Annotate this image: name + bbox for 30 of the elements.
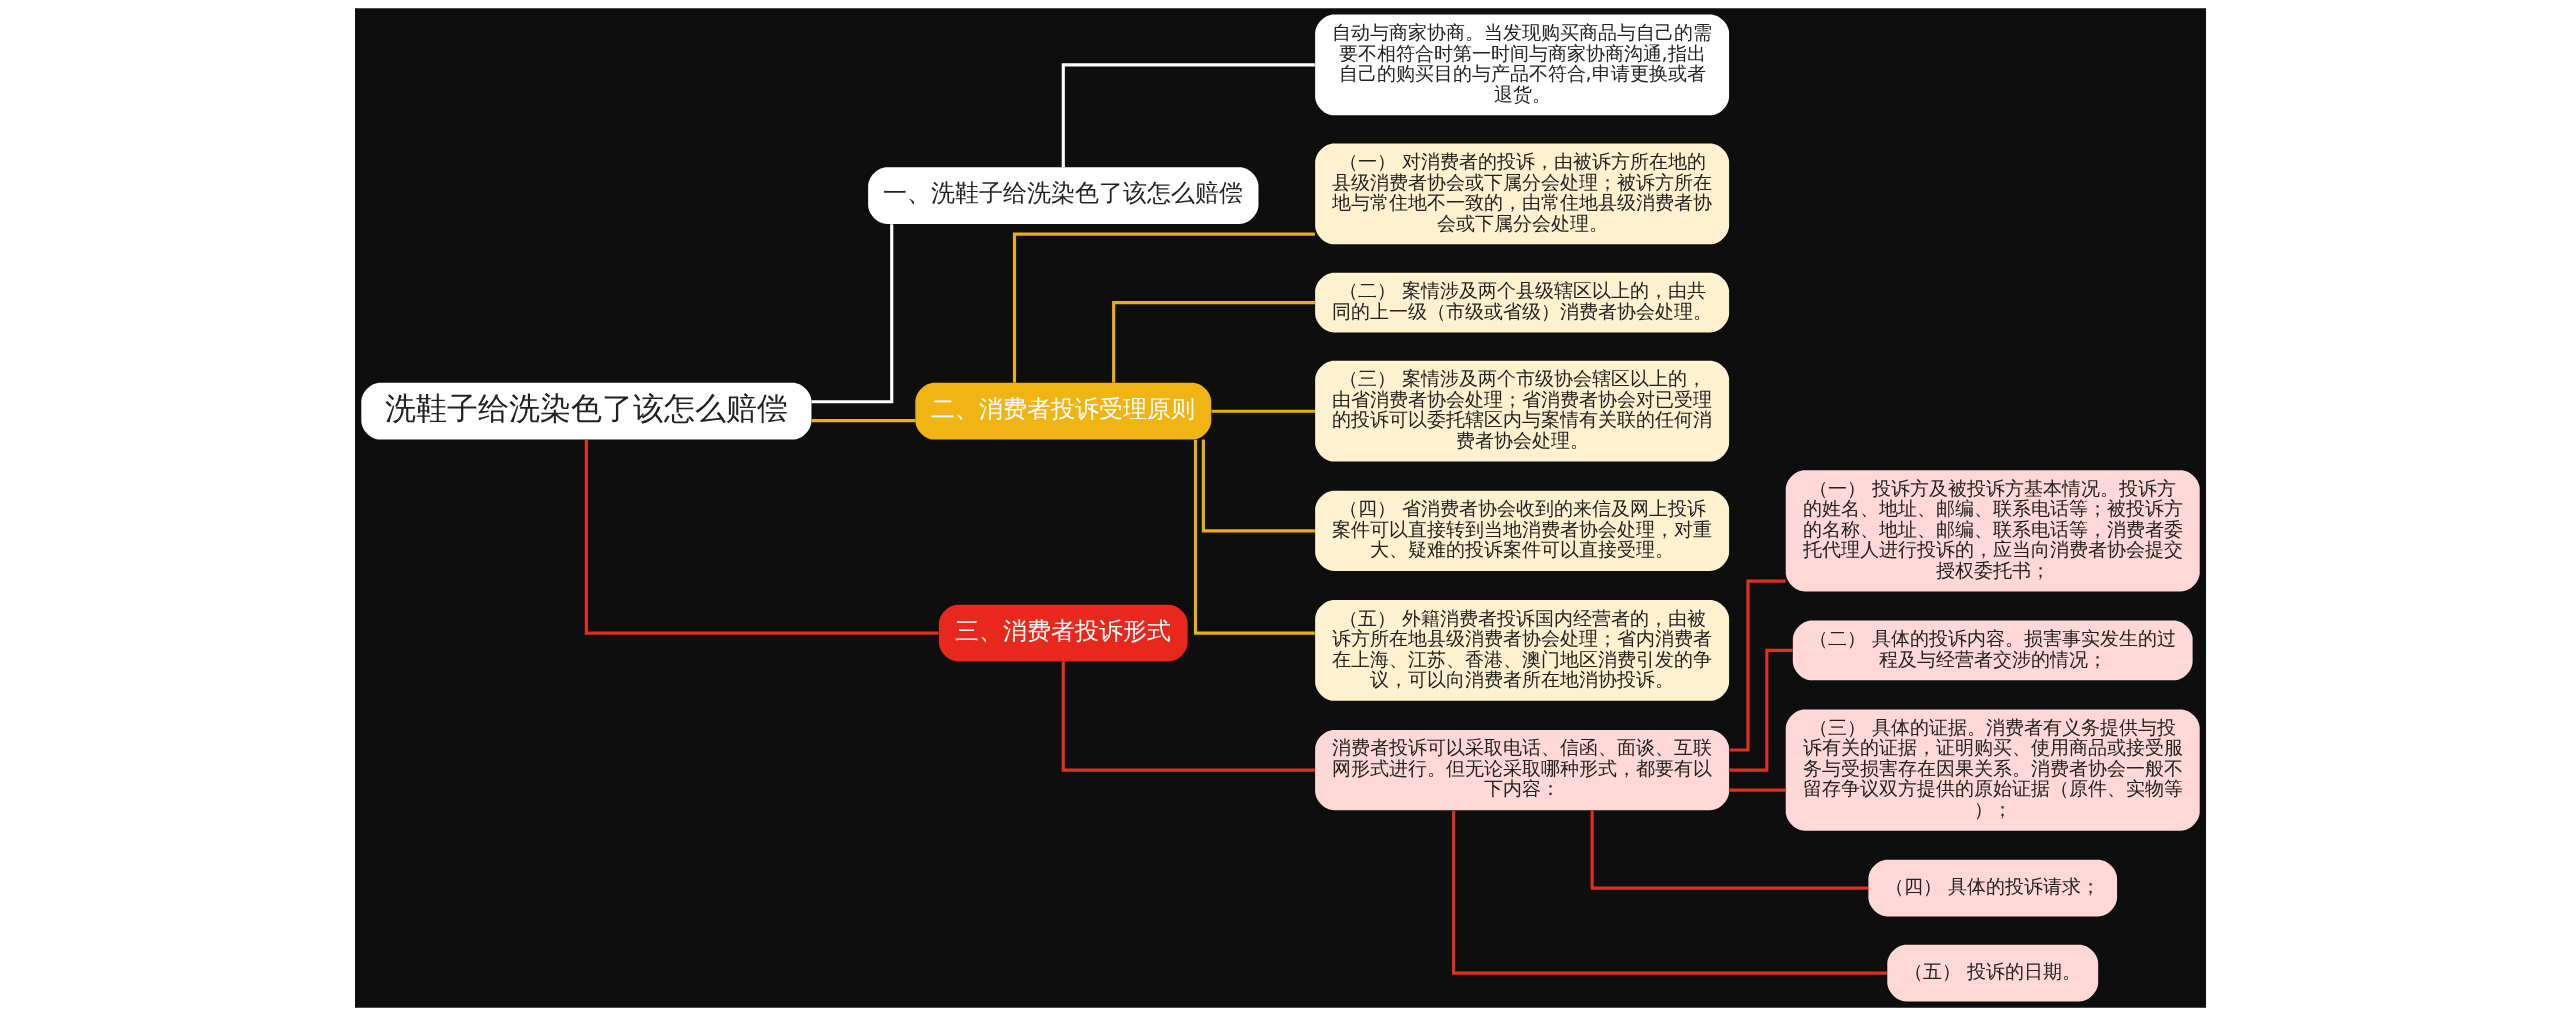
node-box: （四） 省消费者协会收到的来信及网上投诉案件可以直接转到当地消费者协会处理，对重大、疑难的投诉案件可以直接受理。	[1314, 490, 1729, 571]
connector	[811, 224, 893, 404]
node-box: （二） 具体的投诉内容。损害事实发生的过程及与经营者交涉的情况；	[1792, 620, 2193, 681]
node-box: 一、洗鞋子给洗染色了该怎么赔偿	[867, 167, 1258, 224]
node-box: 消费者投诉可以采取电话、信函、面谈、互联网形式进行。但无论采取哪种形式，都要有以下内容：	[1314, 729, 1729, 811]
node-box: 洗鞋子给洗染色了该怎么赔偿	[360, 382, 811, 440]
connector	[1728, 648, 1793, 772]
connector	[1728, 788, 1786, 792]
connector	[1012, 232, 1315, 383]
connector	[1201, 439, 1315, 533]
node-box: （五） 投诉的日期。	[1886, 944, 2098, 1002]
connector	[811, 419, 915, 423]
connector	[1193, 439, 1315, 635]
node-box: （五） 外籍消费者投诉国内经营者的，由被诉方所在地县级消费者协会处理；省内消费者在上海、江苏、香港、澳门地区消费引发的争议，可以向消费者所在地消协投诉。	[1314, 600, 1729, 701]
node-box: （四） 具体的投诉请求；	[1867, 859, 2117, 917]
node-box: （一） 投诉方及被投诉方基本情况。投诉方的姓名、地址、邮编、联系电话等；被投诉方的名称、地址、邮编、联系电话等，消费者委托代理人进行投诉的，应当向消费者协会提交授权委托书；	[1785, 470, 2200, 592]
connector	[1211, 409, 1315, 413]
connector	[584, 439, 939, 635]
connector	[1111, 301, 1315, 383]
node-box: 二、消费者投诉受理原则	[914, 382, 1211, 440]
node-box: （三） 具体的证据。消费者有义务提供与投诉有关的证据，证明购买、使用商品或接受服务与受损害存在因果关系。消费者协会一般不留存争议双方提供的原始证据（原件、实物等）；	[1785, 709, 2200, 831]
node-box: 自动与商家协商。当发现购买商品与自己的需要不相符合时第一时间与商家协商沟通,指出自己的购买目的与产品不符合,申请更换或者退货。	[1314, 14, 1729, 116]
node-box: （一） 对消费者的投诉，由被诉方所在地的县级消费者协会或下属分会处理；被诉方所在地与常住地不一致的，由常住地县级消费者协会或下属分会处理。	[1314, 143, 1729, 245]
connector	[1451, 810, 1887, 975]
connector	[1590, 810, 1868, 890]
node-box: 三、消费者投诉形式	[938, 604, 1188, 662]
connector	[1061, 661, 1315, 772]
node-box: （二） 案情涉及两个县级辖区以上的，由共同的上一级（市级或省级）消费者协会处理。	[1314, 272, 1729, 333]
node-box: （三） 案情涉及两个市级协会辖区以上的，由省消费者协会处理；省消费者协会对已受理的投诉可以委托辖区内与案情有关联的任何消费者协会处理。	[1314, 360, 1729, 462]
connector	[1061, 63, 1315, 168]
